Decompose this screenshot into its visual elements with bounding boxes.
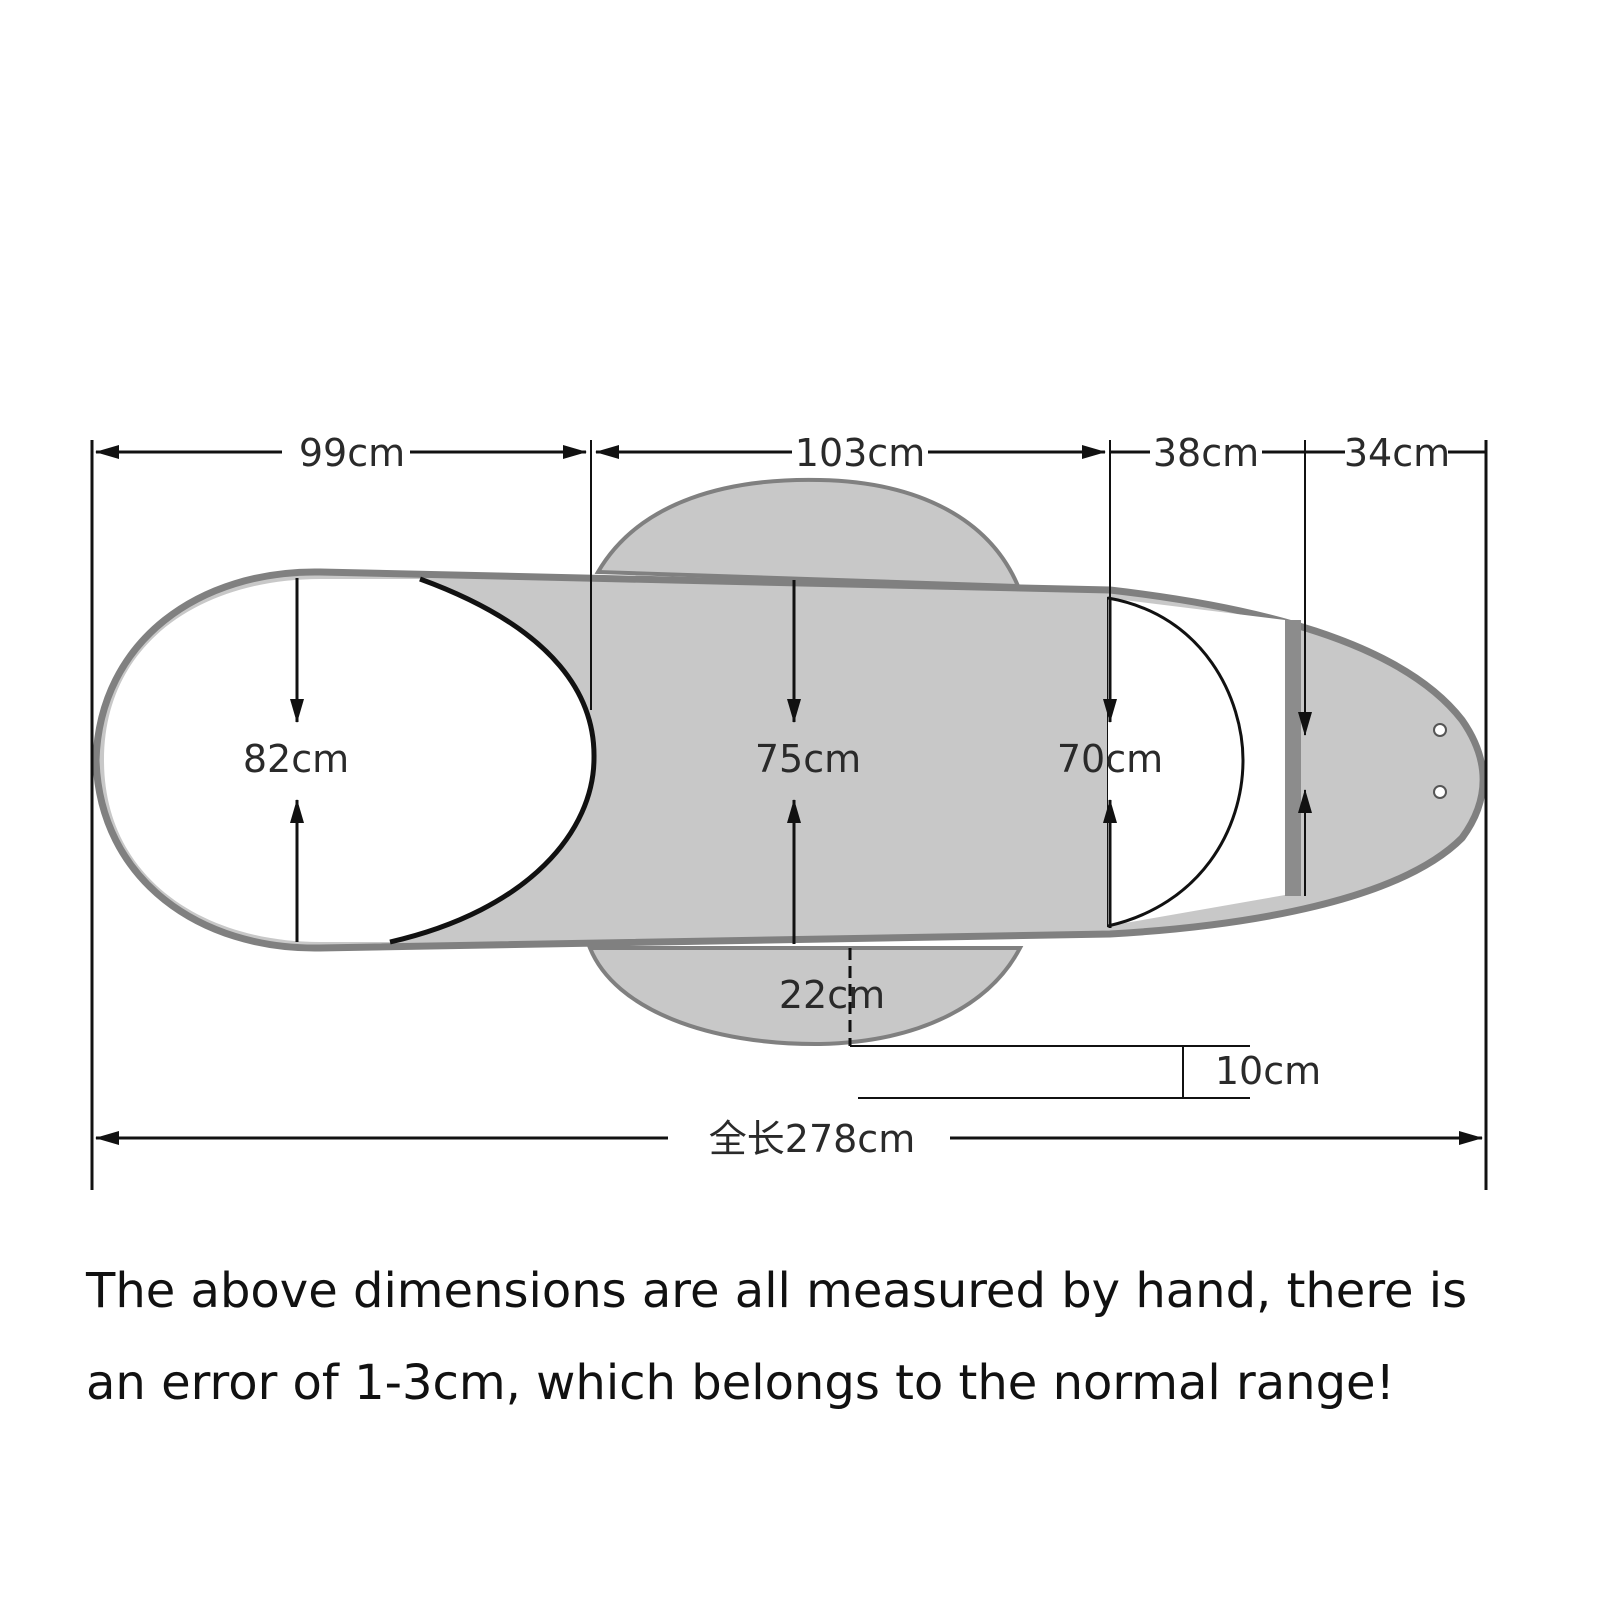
dim-label-total: 全长278cm: [709, 1117, 915, 1161]
left-opening-edge: [389, 576, 597, 945]
right-opening-edge: [1107, 596, 1245, 928]
right-opening-strip: [1108, 598, 1285, 926]
dim-label-82: 82cm: [243, 737, 349, 781]
dim-label-99: 99cm: [299, 431, 405, 475]
eyelet-top: [1433, 723, 1447, 737]
nose-seam-band: [1285, 620, 1301, 896]
dim-label-34: 34cm: [1344, 431, 1450, 475]
ironing-board-cover-diagram: 99cm 103cm 38cm 34cm 82cm 75cm 70cm 22cm…: [90, 431, 1488, 1190]
dim-label-10: 10cm: [1215, 1049, 1321, 1093]
dim-label-22: 22cm: [779, 973, 885, 1017]
measurement-note: The above dimensions are all measured by…: [86, 1245, 1566, 1429]
eyelet-bottom: [1433, 785, 1447, 799]
note-line-1: The above dimensions are all measured by…: [86, 1263, 1468, 1319]
top-flap: [594, 477, 1022, 589]
dim-label-70: 70cm: [1057, 737, 1163, 781]
left-opening: [104, 579, 595, 942]
dim-label-38: 38cm: [1153, 431, 1259, 475]
dim-label-103: 103cm: [795, 431, 925, 475]
note-line-2: an error of 1-3cm, which belongs to the …: [86, 1355, 1395, 1411]
dim-label-75: 75cm: [755, 737, 861, 781]
bottom-flap: [587, 946, 1024, 1047]
